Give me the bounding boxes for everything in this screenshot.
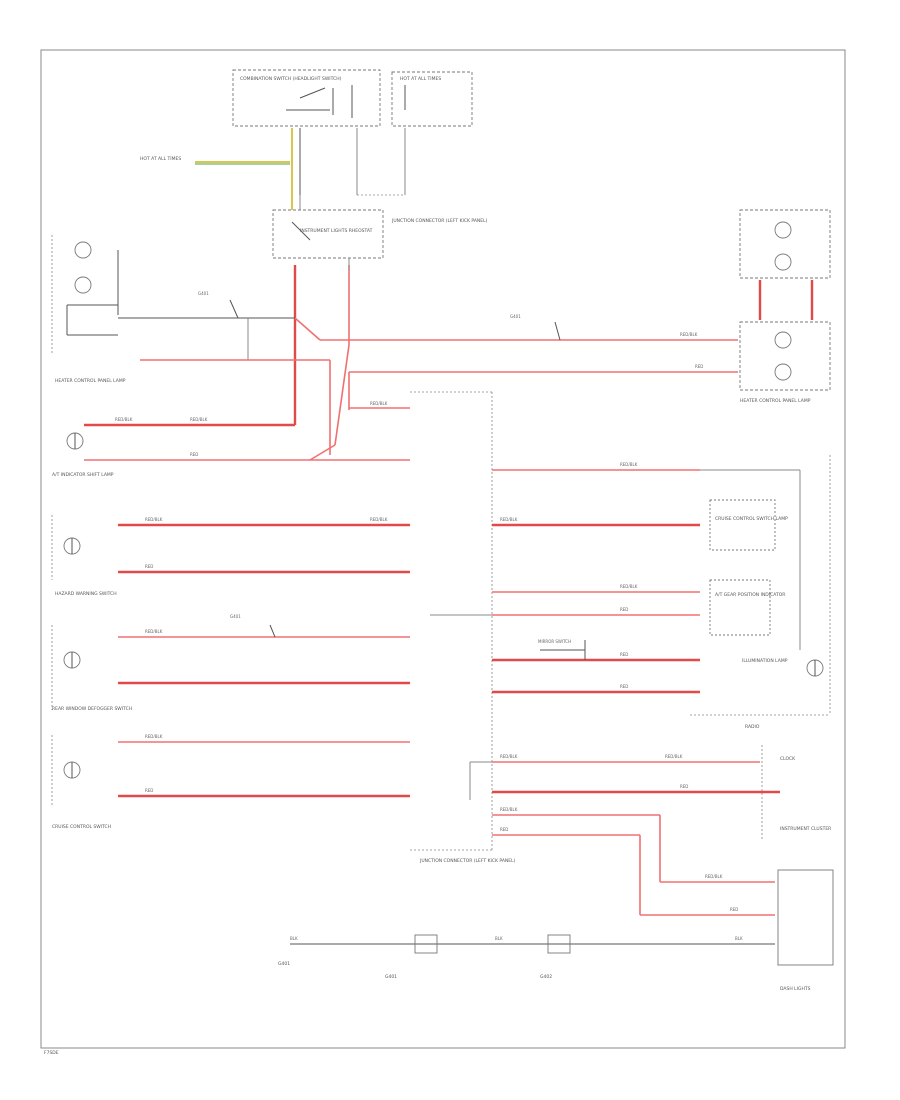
junction-connector-center: JUNCTION CONNECTOR (LEFT KICK PANEL): [410, 391, 516, 864]
wire-tag-5: RED/BLK: [190, 417, 208, 422]
wire-tag-1: RED/BLK: [370, 401, 388, 406]
diagram-frame: [40, 49, 846, 1049]
wire-tag-28: BLK: [735, 936, 743, 941]
radio-label: RADIO: [745, 724, 760, 730]
rear-defogger-lamp: REAR WINDOW DEFOGGER SWITCH: [51, 625, 132, 712]
hot-label: HOT AT ALL TIMES: [400, 76, 441, 82]
rheostat-label: INSTRUMENT LIGHTS RHEOSTAT: [300, 228, 373, 234]
wire-tag-18: RED: [620, 684, 628, 689]
instrument-lights-rheostat: INSTRUMENT LIGHTS RHEOSTAT: [272, 209, 384, 259]
dash-lights-label: DASH LIGHTS: [780, 986, 811, 992]
wire-tag-2: RED/BLK: [680, 332, 698, 337]
ground-mid-label: G401: [385, 974, 397, 980]
wire-tag-13: RED/BLK: [620, 462, 638, 467]
clock-block: CLOCK INSTRUMENT CLUSTER: [761, 745, 831, 840]
ground-mid-tag: G401: [510, 314, 521, 319]
combination-switch: COMBINATION SWITCH (HEADLIGHT SWITCH): [232, 69, 381, 127]
ground-left-tag-2: G401: [230, 614, 241, 619]
junction-mid-label: JUNCTION CONNECTOR (LEFT KICK PANEL): [419, 858, 516, 864]
wire-tag-8: RED/BLK: [370, 517, 388, 522]
at-gear-label: A/T GEAR POSITION INDICATOR: [715, 592, 785, 598]
clock-label: CLOCK: [780, 756, 796, 762]
wire-tag-4: RED/BLK: [115, 417, 133, 422]
hazard-warning-lamp: HAZARD WARNING SWITCH: [51, 515, 117, 597]
wire-tag-20: RED/BLK: [665, 754, 683, 759]
illumination-lamp: ILLUMINATION LAMP RADIO: [690, 455, 831, 730]
wire-tag-14: RED/BLK: [500, 517, 518, 522]
wire-tag-12: RED: [145, 788, 153, 793]
wire-tag-3: RED: [695, 364, 703, 369]
wire-tag-25: RED: [730, 907, 738, 912]
wire-tag-27: BLK: [495, 936, 503, 941]
instrument-cluster-label: INSTRUMENT CLUSTER: [780, 826, 831, 832]
wire-tag-26: BLK: [290, 936, 298, 941]
wire-tag-24: RED/BLK: [705, 874, 723, 879]
wire-tag-19: RED/BLK: [500, 754, 518, 759]
ground-left-tag: G401: [198, 291, 209, 296]
wire-tag-15: RED/BLK: [620, 584, 638, 589]
wire-tag-10: RED/BLK: [145, 629, 163, 634]
illumination-label: ILLUMINATION LAMP: [742, 658, 788, 664]
wire-tag-16: RED: [620, 607, 628, 612]
cruise-unit-label: CRUISE CONTROL SWITCH LAMP: [715, 516, 788, 522]
wire-tag-23: RED: [500, 827, 508, 832]
dash-lights-block: DASH LIGHTS: [777, 869, 834, 992]
wire-tag-22: RED/BLK: [500, 807, 518, 812]
feed-label: HOT AT ALL TIMES: [140, 156, 181, 162]
diagram-code: F7SDE: [44, 1050, 59, 1056]
cruise-label: CRUISE CONTROL SWITCH: [52, 824, 111, 830]
wire-tag-6: RED: [190, 452, 198, 457]
junction-top-label: JUNCTION CONNECTOR (LEFT KICK PANEL): [391, 218, 488, 224]
mirror-tag: MIRROR SWITCH: [538, 639, 571, 644]
ground-right-label: G402: [540, 974, 552, 980]
hazard-label: HAZARD WARNING SWITCH: [55, 591, 117, 597]
wire-tag-17: RED: [620, 652, 628, 657]
at-indicator-lamp: A/T INDICATOR SHIFT LAMP: [52, 432, 114, 478]
wire-tag-11: RED/BLK: [145, 734, 163, 739]
wire-tag-21: RED: [680, 784, 688, 789]
rear-defogger-label: REAR WINDOW DEFOGGER SWITCH: [52, 706, 132, 712]
heater-left-label: HEATER CONTROL PANEL LAMP: [55, 378, 126, 384]
cruise-control-lamp: CRUISE CONTROL SWITCH: [51, 735, 111, 830]
heater-control-left: HEATER CONTROL PANEL LAMP: [51, 235, 126, 384]
at-gear-indicator: A/T GEAR POSITION INDICATOR: [709, 579, 785, 636]
combination-switch-label: COMBINATION SWITCH (HEADLIGHT SWITCH): [240, 76, 342, 82]
heater-right-label: HEATER CONTROL PANEL LAMP: [740, 398, 811, 404]
hot-at-all-times-box: HOT AT ALL TIMES: [391, 71, 473, 127]
wire-tag-7: RED/BLK: [145, 517, 163, 522]
cruise-control-unit: CRUISE CONTROL SWITCH LAMP: [709, 499, 788, 551]
wire-tag-9: RED: [145, 564, 153, 569]
at-indicator-label: A/T INDICATOR SHIFT LAMP: [52, 472, 114, 478]
ground-left-label: G401: [278, 961, 290, 967]
heater-control-right: HEATER CONTROL PANEL LAMP: [739, 209, 831, 404]
